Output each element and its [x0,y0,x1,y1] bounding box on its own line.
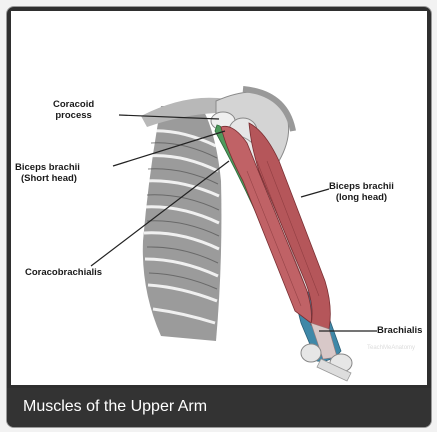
image-card: Coracoid process Biceps brachii (Short h… [6,6,432,428]
label-biceps-short-head: Biceps brachii (Short head) [15,162,80,184]
caption-bar: Muscles of the Upper Arm [7,388,431,427]
image-caption: Muscles of the Upper Arm [23,398,207,416]
rib-cage [143,106,222,341]
leader-line-biceps-long [301,189,329,197]
anatomy-illustration: Coracoid process Biceps brachii (Short h… [11,11,427,385]
label-brachialis: Brachialis [377,325,422,336]
watermark: TeachMeAnatomy [367,345,415,351]
label-biceps-long-head: Biceps brachii (long head) [329,181,394,203]
label-coracobrachialis: Coracobrachialis [25,267,102,278]
label-coracoid-process: Coracoid process [53,99,94,121]
